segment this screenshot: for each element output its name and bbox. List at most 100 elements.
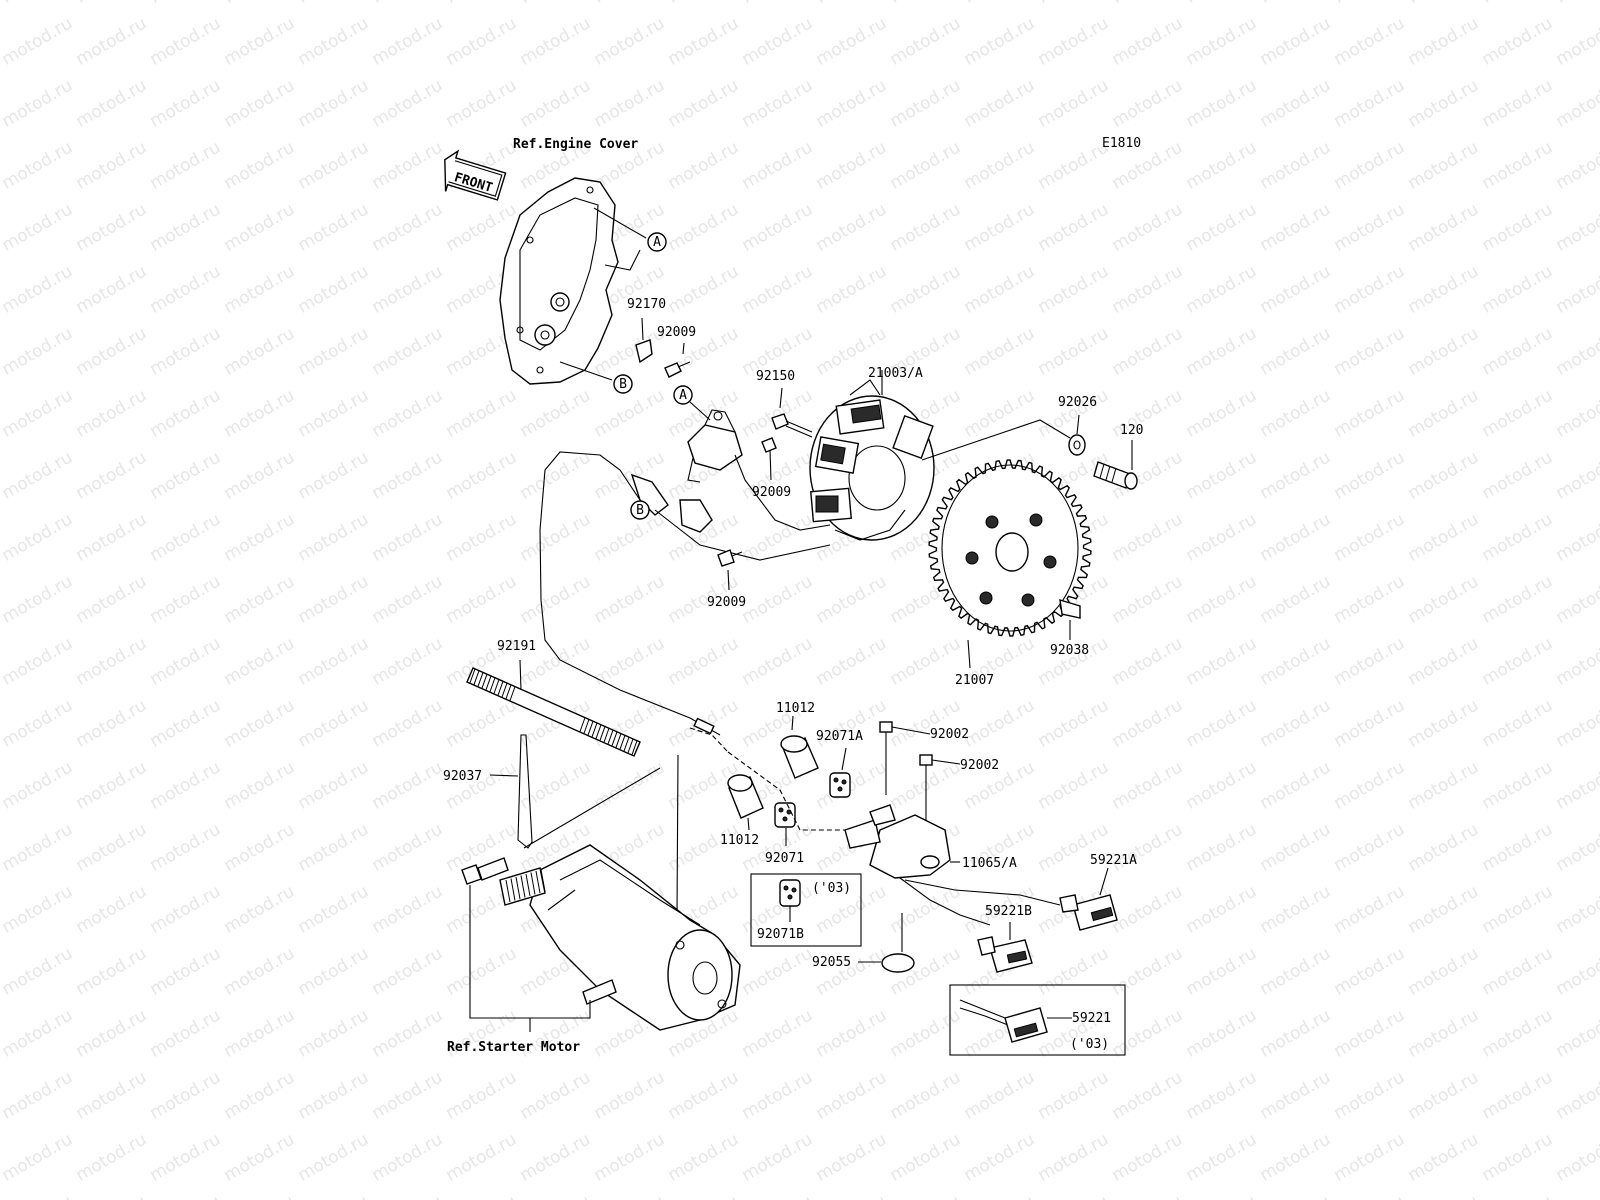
watermark-text: motod.ru bbox=[1109, 758, 1187, 814]
watermark-text: motod.ru bbox=[1035, 262, 1113, 318]
watermark-text: motod.ru bbox=[0, 386, 76, 442]
watermark-text: motod.ru bbox=[1479, 1130, 1557, 1186]
pickup-coil bbox=[687, 409, 831, 531]
watermark-text: motod.ru bbox=[1331, 262, 1409, 318]
watermark-text: motod.ru bbox=[739, 1192, 817, 1200]
watermark-text: motod.ru bbox=[517, 572, 595, 628]
watermark-text: motod.ru bbox=[591, 1130, 669, 1186]
watermark-text: motod.ru bbox=[1257, 386, 1335, 442]
watermark-text: motod.ru bbox=[221, 758, 299, 814]
watermark-text: motod.ru bbox=[665, 1130, 743, 1186]
svg-text:B: B bbox=[619, 377, 627, 392]
watermark-text: motod.ru bbox=[1479, 1006, 1557, 1062]
watermark-text: motod.ru bbox=[369, 138, 447, 194]
watermark-text: motod.ru bbox=[221, 448, 299, 504]
watermark-text: motod.ru bbox=[0, 138, 2, 194]
part-11012-boot-lower bbox=[727, 774, 764, 831]
watermark-text: motod.ru bbox=[1109, 1068, 1187, 1124]
watermark-text: motod.ru bbox=[1109, 324, 1187, 380]
watermark-text: motod.ru bbox=[443, 1068, 521, 1124]
watermark-text: motod.ru bbox=[73, 200, 151, 256]
watermark-text: motod.ru bbox=[221, 882, 299, 938]
watermark-text: motod.ru bbox=[295, 882, 373, 938]
watermark-text: motod.ru bbox=[1257, 758, 1335, 814]
watermark-text: motod.ru bbox=[73, 0, 151, 8]
watermark-text: motod.ru bbox=[0, 200, 2, 256]
watermark-text: motod.ru bbox=[443, 944, 521, 1000]
watermark-text: motod.ru bbox=[1553, 448, 1600, 504]
watermark-text: motod.ru bbox=[147, 448, 225, 504]
watermark-text: motod.ru bbox=[1405, 200, 1483, 256]
watermark-text: motod.ru bbox=[591, 1192, 669, 1200]
part-59221A-connector bbox=[1059, 867, 1118, 931]
watermark-text: motod.ru bbox=[295, 820, 373, 876]
watermark-text: motod.ru bbox=[517, 386, 595, 442]
watermark-text: motod.ru bbox=[1257, 324, 1335, 380]
watermark-text: motod.ru bbox=[0, 324, 76, 380]
callout-a-bracket: A bbox=[673, 385, 693, 405]
watermark-text: motod.ru bbox=[73, 386, 151, 442]
watermark-text: motod.ru bbox=[0, 76, 2, 132]
wire-connector-plug bbox=[630, 473, 831, 561]
watermark-text: motod.ru bbox=[0, 820, 76, 876]
starter-motor bbox=[499, 844, 741, 1031]
watermark-text: motod.ru bbox=[739, 572, 817, 628]
watermark-text: motod.ru bbox=[1257, 510, 1335, 566]
watermark-text: motod.ru bbox=[1257, 572, 1335, 628]
watermark-text: motod.ru bbox=[147, 882, 225, 938]
watermark-text: motod.ru bbox=[887, 758, 965, 814]
watermark-text: motod.ru bbox=[1035, 634, 1113, 690]
watermark-text: motod.ru bbox=[1405, 634, 1483, 690]
watermark-text: motod.ru bbox=[369, 572, 447, 628]
watermark-text: motod.ru bbox=[147, 0, 225, 8]
watermark-text: motod.ru bbox=[1553, 262, 1600, 318]
watermark-text: motod.ru bbox=[1109, 1130, 1187, 1186]
watermark-text: motod.ru bbox=[813, 1068, 891, 1124]
watermark-text: motod.ru bbox=[1257, 634, 1335, 690]
watermark-text: motod.ru bbox=[665, 1192, 743, 1200]
part-92026-washer bbox=[921, 414, 1086, 461]
watermark-text: motod.ru bbox=[887, 76, 965, 132]
watermark-text: motod.ru bbox=[1183, 758, 1261, 814]
watermark-text: motod.ru bbox=[517, 510, 595, 566]
part-92002-bolt-b bbox=[919, 754, 961, 825]
watermark-text: motod.ru bbox=[0, 696, 2, 752]
watermark-text: motod.ru bbox=[1035, 0, 1113, 8]
watermark-text: motod.ru bbox=[295, 262, 373, 318]
watermark-text: motod.ru bbox=[665, 634, 743, 690]
watermark-text: motod.ru bbox=[591, 572, 669, 628]
watermark-text: motod.ru bbox=[1183, 448, 1261, 504]
watermark-text: motod.ru bbox=[369, 200, 447, 256]
watermark-text: motod.ru bbox=[1553, 138, 1600, 194]
watermark-text: motod.ru bbox=[1257, 200, 1335, 256]
watermark-text: motod.ru bbox=[443, 572, 521, 628]
watermark-text: motod.ru bbox=[1553, 510, 1600, 566]
watermark-text: motod.ru bbox=[147, 138, 225, 194]
watermark-text: motod.ru bbox=[295, 944, 373, 1000]
watermark-text: motod.ru bbox=[369, 820, 447, 876]
watermark-text: motod.ru bbox=[369, 510, 447, 566]
watermark-text: motod.ru bbox=[1035, 1192, 1113, 1200]
watermark-text: motod.ru bbox=[961, 1192, 1039, 1200]
watermark-text: motod.ru bbox=[665, 14, 743, 70]
watermark-text: motod.ru bbox=[221, 324, 299, 380]
watermark-text: motod.ru bbox=[0, 1006, 76, 1062]
watermark-text: motod.ru bbox=[1479, 200, 1557, 256]
watermark-text: motod.ru bbox=[1331, 138, 1409, 194]
watermark-text: motod.ru bbox=[0, 572, 76, 628]
watermark-text: motod.ru bbox=[1479, 634, 1557, 690]
watermark-text: motod.ru bbox=[739, 1068, 817, 1124]
watermark-text: motod.ru bbox=[1109, 696, 1187, 752]
watermark-text: motod.ru bbox=[1405, 758, 1483, 814]
watermark-text: motod.ru bbox=[1479, 1192, 1557, 1200]
watermark-text: motod.ru bbox=[517, 76, 595, 132]
watermark-text: motod.ru bbox=[295, 572, 373, 628]
watermark-text: motod.ru bbox=[1331, 572, 1409, 628]
watermark-text: motod.ru bbox=[739, 1006, 817, 1062]
watermark-text: motod.ru bbox=[147, 634, 225, 690]
watermark-text: motod.ru bbox=[0, 262, 76, 318]
watermark-text: motod.ru bbox=[443, 14, 521, 70]
watermark-text: motod.ru bbox=[147, 14, 225, 70]
watermark-text: motod.ru bbox=[1479, 14, 1557, 70]
